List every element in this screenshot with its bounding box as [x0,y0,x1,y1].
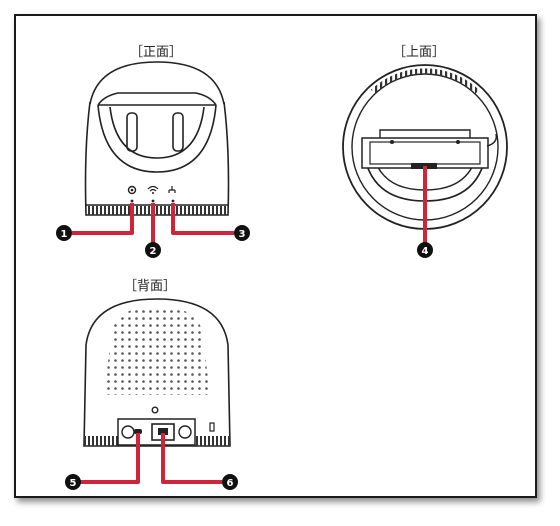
callout-4: 4 [417,242,433,258]
front-leader-lines [72,203,234,244]
top-view-label: ［上面］ [393,45,445,60]
front-view-device [84,61,230,216]
back-view-label: ［背面］ [124,279,176,294]
top-view-device [342,64,508,230]
svg-text:3: 3 [239,229,246,240]
svg-text:1: 1 [61,229,68,240]
reset-hole [151,406,159,414]
front-vent [88,206,226,215]
callout-5: 5 [65,474,81,490]
status-leds [127,185,176,203]
speaker-grille [104,306,210,395]
svg-text:5: 5 [70,478,77,489]
callout-2: 2 [145,242,161,258]
callout-3: 3 [234,225,250,241]
front-view-label: ［正面］ [130,45,182,60]
svg-text:4: 4 [422,246,429,257]
back-view-device [83,298,231,447]
svg-text:6: 6 [227,478,234,489]
svg-text:2: 2 [150,246,157,257]
back-leader-lines [80,433,222,484]
callout-1: 1 [56,225,72,241]
power-port [134,429,142,434]
callout-6: 6 [222,474,238,490]
